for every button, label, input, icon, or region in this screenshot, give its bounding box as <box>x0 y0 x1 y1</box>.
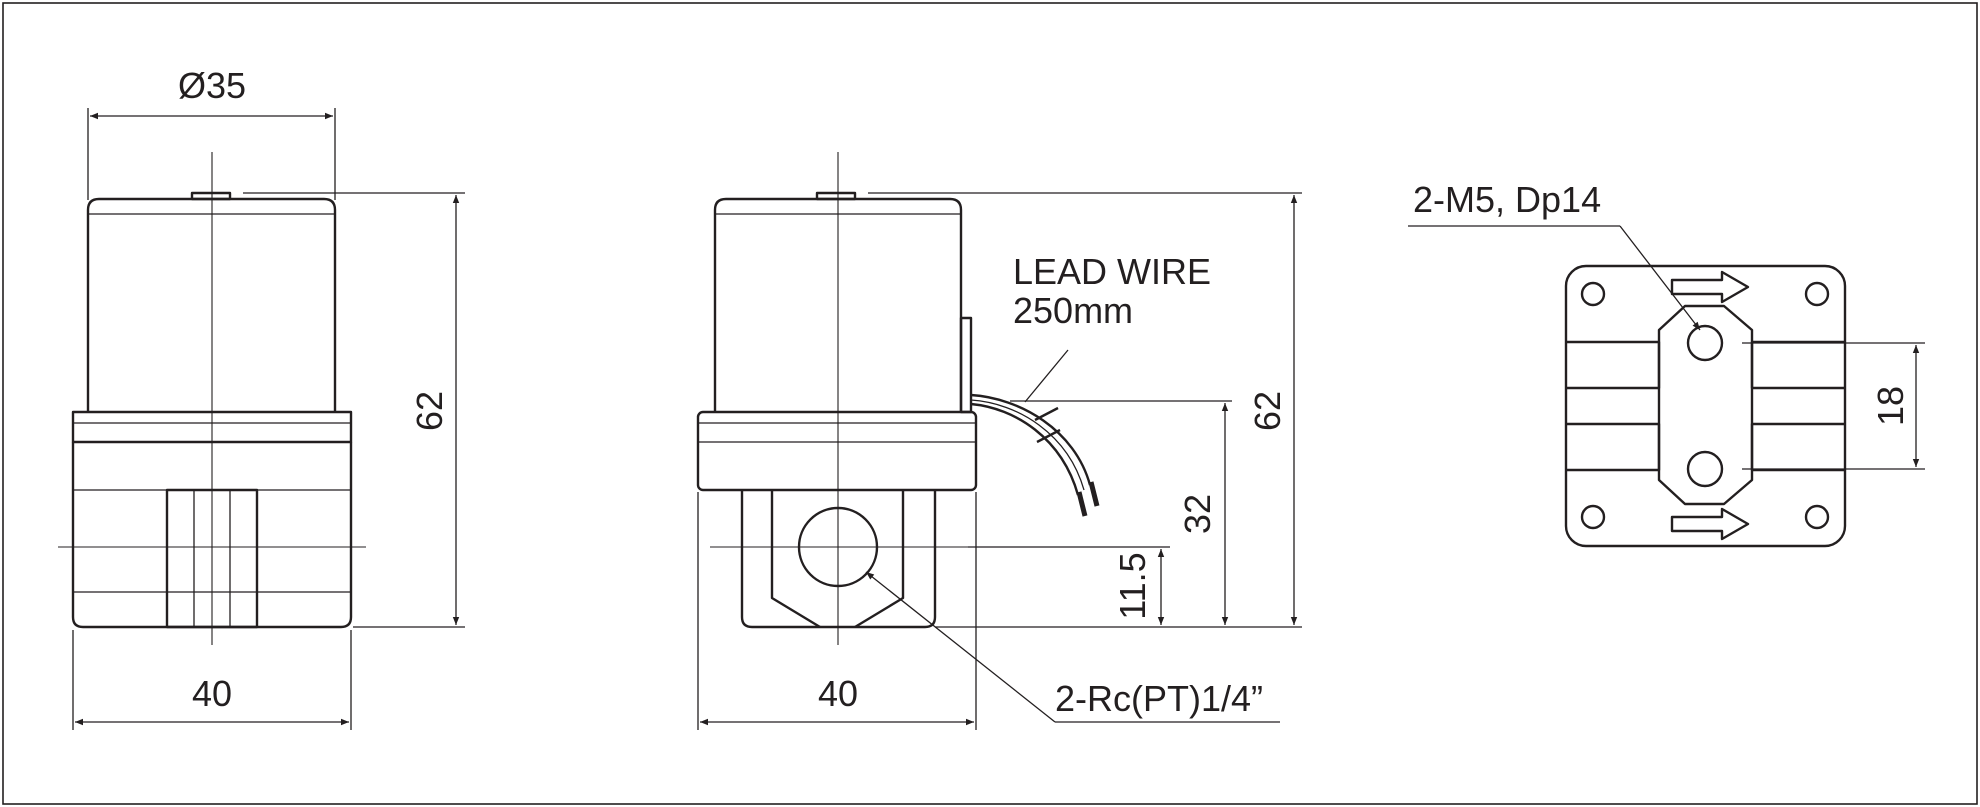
width-label-middle: 40 <box>818 673 858 714</box>
corner-hole <box>1580 504 1606 530</box>
lead-wire-label: LEAD WIRE <box>1013 251 1211 292</box>
lead-wire-connector <box>959 316 973 414</box>
flow-arrow-icon <box>1670 507 1750 541</box>
left-top-nub <box>190 191 232 201</box>
spacing-label: 18 <box>1870 386 1911 426</box>
right-view <box>1408 225 1925 548</box>
middle-view <box>696 152 1302 730</box>
left-view <box>58 108 465 730</box>
height-11-5-label: 11.5 <box>1112 552 1153 619</box>
width-label-left: 40 <box>192 673 232 714</box>
corner-hole <box>1580 281 1606 307</box>
base-plate <box>1564 264 1847 548</box>
mount-holes-label: 2-M5, Dp14 <box>1413 179 1601 220</box>
lead-wire <box>970 393 1092 486</box>
port-thread-label: 2-Rc(PT)1/4” <box>1055 678 1263 719</box>
height-label-middle: 62 <box>1247 391 1288 431</box>
middle-flange <box>696 410 978 492</box>
corner-hole <box>1804 281 1830 307</box>
flow-arrow-icon <box>1670 270 1750 304</box>
mounting-hole <box>1686 450 1724 488</box>
height-32-label: 32 <box>1177 494 1218 534</box>
mounting-hole <box>1686 324 1724 362</box>
middle-top-nub <box>815 191 857 201</box>
diameter-label: Ø35 <box>178 65 246 106</box>
lead-wire-length-label: 250mm <box>1013 290 1133 331</box>
corner-hole <box>1804 504 1830 530</box>
height-label-left: 62 <box>409 391 450 431</box>
center-pad <box>1657 304 1754 506</box>
